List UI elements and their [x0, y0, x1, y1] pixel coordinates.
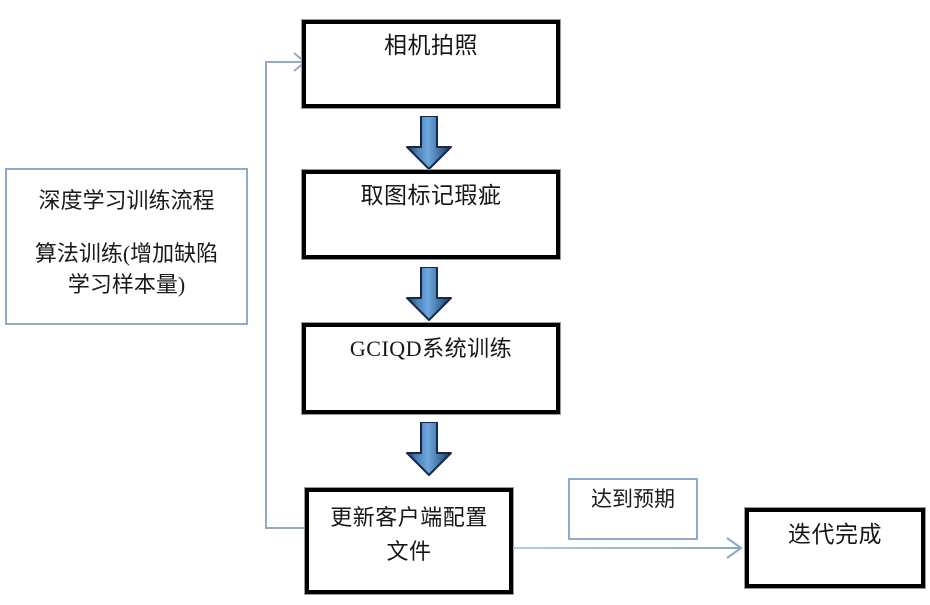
update-to-done-line: [513, 547, 739, 549]
block-arrow-down-icon: [406, 267, 452, 321]
node-label: 相机拍照: [384, 33, 478, 58]
feedback-line-bottom-segment: [265, 527, 307, 529]
node-label: GCIQD系统训练: [349, 336, 513, 361]
node-label: 更新客户端配置 文件: [330, 505, 488, 564]
to-done-arrowhead-icon: [726, 537, 743, 559]
node-capture-and-mark-defects[interactable]: 取图标记瑕疵: [301, 169, 561, 260]
note-body: 算法训练(增加缺陷 学习样本量): [34, 241, 219, 297]
node-camera-capture[interactable]: 相机拍照: [301, 19, 561, 109]
node-label: 迭代完成: [788, 522, 882, 547]
node-iteration-complete[interactable]: 迭代完成: [744, 507, 926, 589]
feedback-line-vertical-segment: [265, 62, 267, 529]
feedback-line-top-segment: [265, 61, 303, 63]
edge-label-meets-expectation: 达到预期: [568, 478, 698, 540]
note-title: 深度学习训练流程: [38, 188, 215, 213]
node-label: 取图标记瑕疵: [360, 183, 502, 208]
node-gciqd-system-training[interactable]: GCIQD系统训练: [301, 322, 561, 415]
block-arrow-down-icon: [406, 116, 452, 170]
deep-learning-training-process-note: 深度学习训练流程 算法训练(增加缺陷 学习样本量): [5, 168, 248, 325]
node-update-client-config-file[interactable]: 更新客户端配置 文件: [304, 487, 514, 595]
block-arrow-down-icon: [406, 422, 452, 476]
edge-label-text: 达到预期: [591, 487, 675, 511]
